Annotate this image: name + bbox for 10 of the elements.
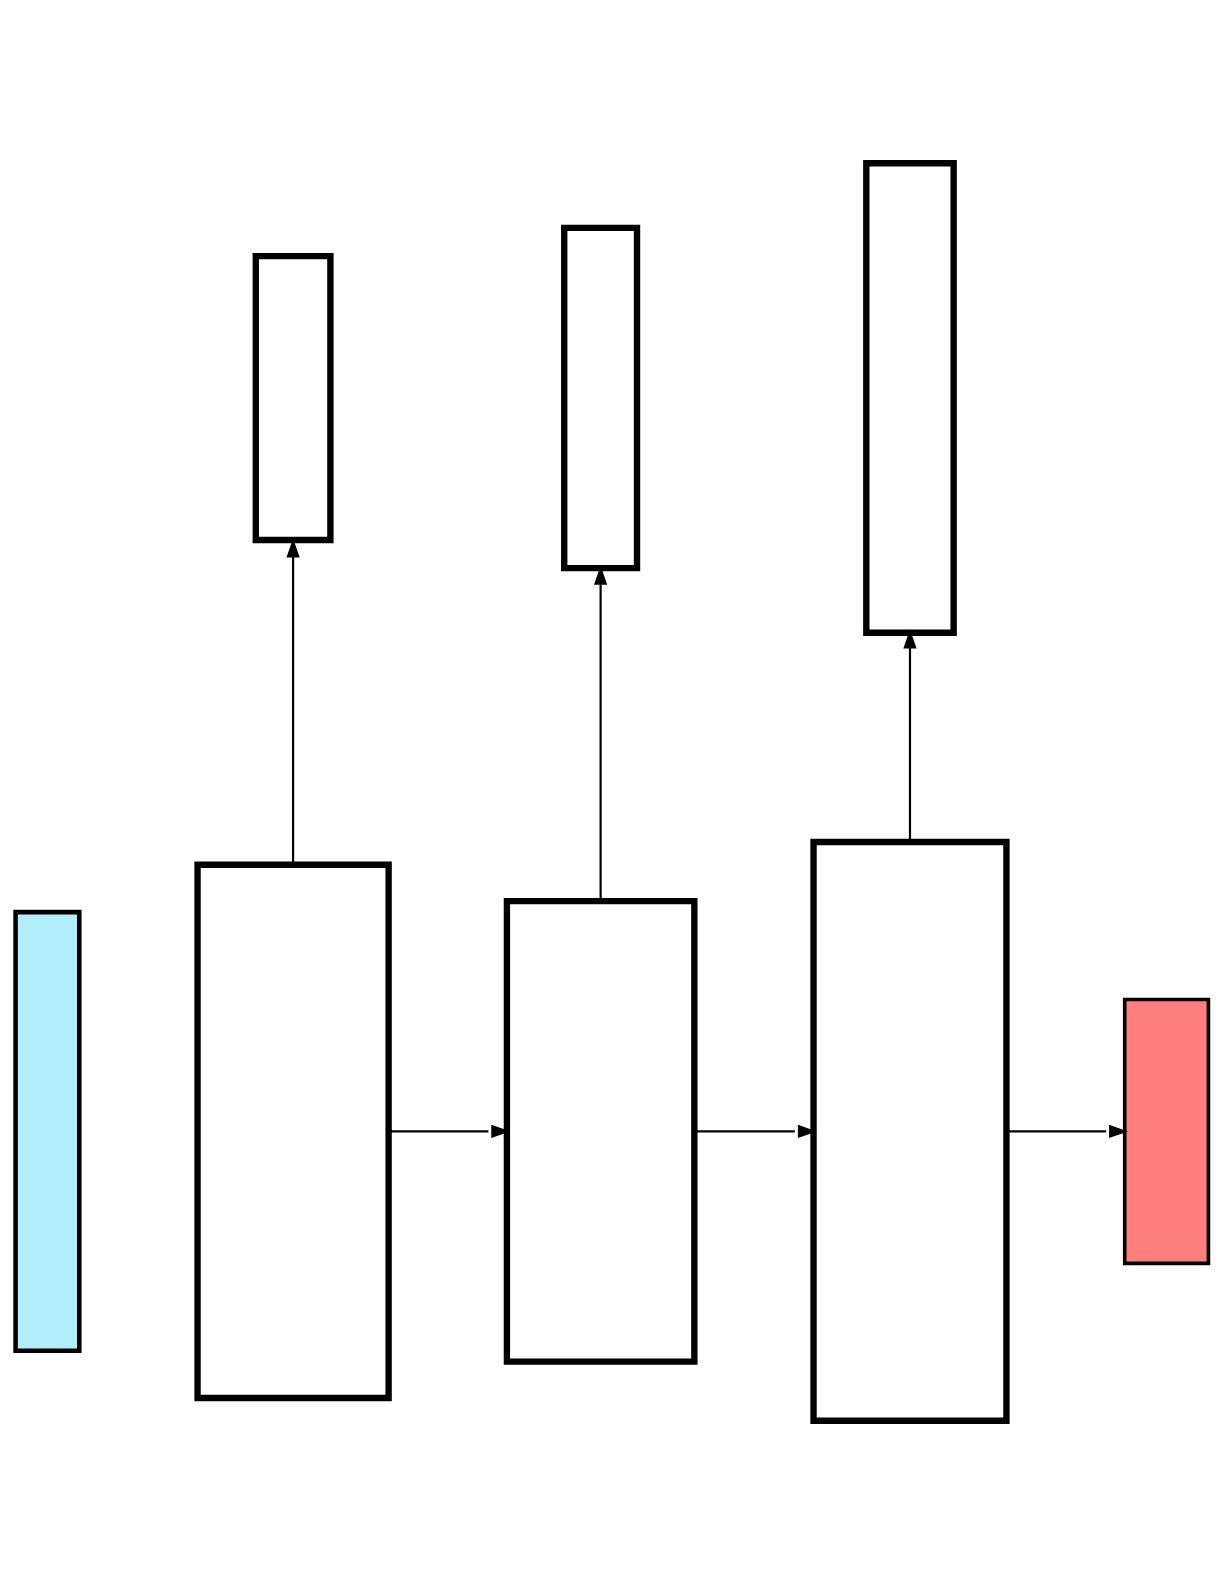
node-box (13, 909, 82, 1353)
arrow (694, 1124, 817, 1138)
node-box (252, 252, 334, 544)
node-box (1122, 997, 1211, 1266)
node-box (863, 160, 957, 636)
arrow (1006, 1124, 1128, 1138)
node-box (194, 861, 392, 1402)
node-box (503, 898, 698, 1365)
node-box (561, 224, 641, 572)
node-box (810, 838, 1010, 1424)
